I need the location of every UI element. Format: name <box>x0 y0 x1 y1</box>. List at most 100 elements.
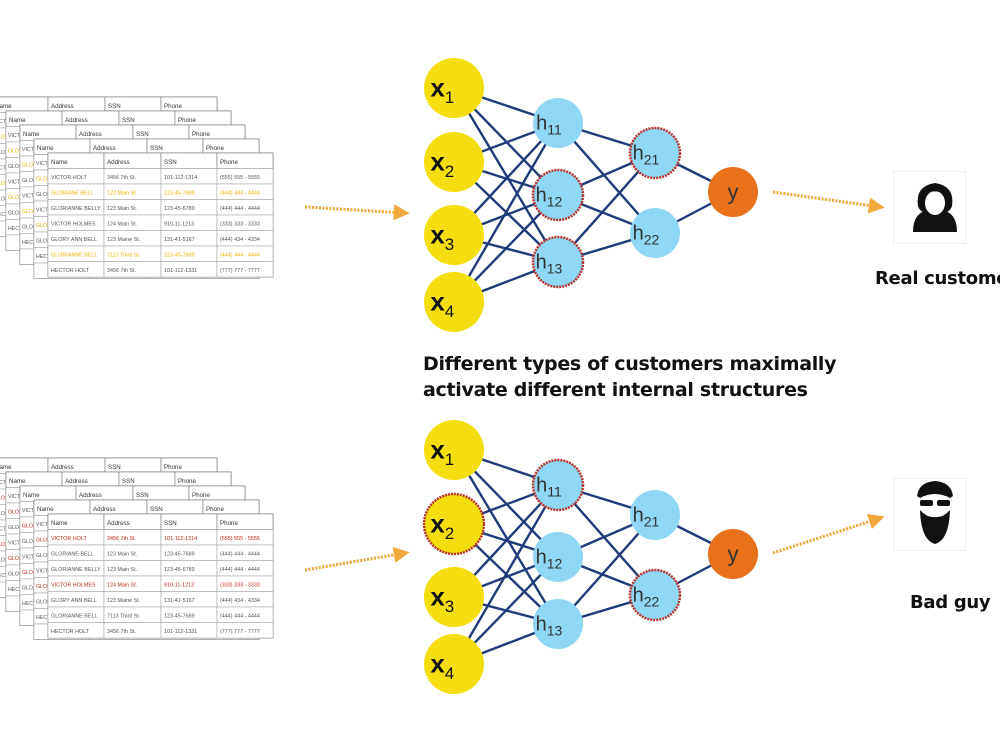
table-cell: 123 Main St. <box>107 552 137 558</box>
table-cell-fragment: GLOR <box>0 496 9 502</box>
table-cell: 131-41-5167 <box>164 237 195 243</box>
table-cell: GLORIANNE BELL <box>51 614 97 620</box>
table-header-cell: Name <box>0 103 12 110</box>
table-cell: 910-11-1213 <box>164 222 194 228</box>
node-circle <box>628 126 682 180</box>
table-cell: 3456 7th St. <box>107 536 136 542</box>
table-cell-fragment: GLOR <box>36 600 51 606</box>
node-label: x1 <box>430 435 454 470</box>
node-x3: x3 <box>424 205 484 265</box>
table-cell: 3456 7th St. <box>107 175 136 181</box>
table-cell-fragment: GLOR <box>8 211 23 217</box>
man-beard <box>920 510 950 544</box>
table-cell: VICTOR HOLMES <box>51 222 96 228</box>
table-cell-fragment: VICT <box>36 569 49 575</box>
table-cell-fragment: GLOR <box>22 570 37 576</box>
edges <box>452 86 734 304</box>
table-stack-2: NameAddressSSNPhoneVICTOGLORGLORVICTGLOR… <box>0 457 274 640</box>
output-arrow-1 <box>772 190 885 214</box>
table-cell-fragment: HECT <box>36 615 51 621</box>
node-circle <box>424 634 484 694</box>
node-h21: h21 <box>630 490 680 540</box>
table-cell: HECTOR HOLT <box>51 268 90 274</box>
table-header-cell: Address <box>93 145 116 152</box>
table-header-cell: Name <box>0 464 12 471</box>
table-cell: (444) 444 - 4444 <box>220 206 260 212</box>
table-header-cell: SSN <box>150 506 163 513</box>
node-circle <box>424 420 484 480</box>
node-label: x3 <box>430 220 454 255</box>
table-header-cell: Phone <box>220 159 238 166</box>
table-cell: 123 Maine St. <box>107 237 140 243</box>
table-cell: (444) 434 - 4334 <box>220 598 260 604</box>
table-header-cell: Address <box>107 520 130 527</box>
node-circle <box>424 272 484 332</box>
table-cell: (444) 444 - 4444 <box>220 614 260 620</box>
node-circle <box>531 235 585 289</box>
node-label: x4 <box>430 649 454 684</box>
input-arrow-1 <box>304 204 410 221</box>
caption: Different types of customers maximally a… <box>423 351 843 403</box>
table-cell-fragment: VICT <box>8 541 21 547</box>
node-circle <box>533 532 583 582</box>
table-cell-fragment: VICT <box>0 527 7 533</box>
table-cell-fragment: VICTO <box>22 147 38 153</box>
table-cell-fragment: VICTO <box>36 522 52 528</box>
node-circle <box>424 58 484 118</box>
table-header-cell: Phone <box>206 145 224 152</box>
caption-line-2: activate different internal structures <box>423 379 808 401</box>
node-label: h21 <box>633 143 660 168</box>
table-cell: VICTOR HOLT <box>51 175 87 181</box>
table-cell: 123 Maine St. <box>107 598 140 604</box>
woman-bangs <box>924 191 946 198</box>
woman-shoulders <box>913 210 957 232</box>
table-cell: (444) 444 - 4444 <box>220 253 260 259</box>
table-cell-fragment: VICT <box>36 208 49 214</box>
table-cell-fragment: HECT <box>22 601 37 607</box>
node-circle <box>424 567 484 627</box>
node-label: h13 <box>536 614 563 639</box>
node-circle <box>708 529 758 579</box>
table-cell-fragment: GLOR <box>36 538 51 544</box>
man-sunglasses-right <box>937 500 950 506</box>
table-cell: (555) 555 - 5555 <box>220 175 260 181</box>
table-cell-fragment: VICT <box>8 180 21 186</box>
node-y: y <box>708 167 758 217</box>
table-cell: 101-112-1331 <box>164 268 197 274</box>
node-h22: h22 <box>628 568 682 622</box>
table-cell-fragment: GLOR <box>0 511 9 517</box>
table-cell-fragment: VICT <box>0 166 7 172</box>
table-cell: GLORY ANN BELL <box>51 598 97 604</box>
table-cell: 3456 7th St. <box>107 268 136 274</box>
node-label: h13 <box>536 252 563 277</box>
table-header-cell: SSN <box>136 131 149 138</box>
table-header-cell: Phone <box>220 520 238 527</box>
table-cell: 3456 7th St. <box>107 629 136 635</box>
table-header-cell: SSN <box>150 145 163 152</box>
table-header-cell: Phone <box>164 464 182 471</box>
node-circle <box>533 599 583 649</box>
table-cell: 910-11-1213 <box>164 583 194 589</box>
table-cell-fragment: HECT <box>36 254 51 260</box>
table-header-cell: Name <box>23 131 40 138</box>
table-cell-fragment: GLOR <box>36 192 51 198</box>
node-circle <box>424 132 484 192</box>
table-cell: GLORIANE BELL <box>51 552 94 558</box>
table-header-cell: Name <box>9 117 26 124</box>
table-cell-fragment: GLOR <box>0 150 9 156</box>
table-header-cell: Name <box>37 145 54 152</box>
table-cell-fragment: GLOR <box>22 524 37 530</box>
node-h12: h12 <box>531 168 585 222</box>
edges <box>452 448 734 666</box>
table-cell-fragment: VICTO <box>36 161 52 167</box>
table-cell-fragment: GLOR <box>0 197 9 203</box>
table-cell: 123 Main St. <box>107 191 137 197</box>
table-header-cell: Name <box>9 478 26 485</box>
table-header-cell: SSN <box>122 478 135 485</box>
table-cell: (444) 434 - 4334 <box>220 237 260 243</box>
node-circle <box>422 492 486 556</box>
woman-face <box>925 191 945 215</box>
node-label: y <box>728 179 739 204</box>
node-label: h11 <box>536 475 562 500</box>
table-header-cell: SSN <box>108 464 121 471</box>
